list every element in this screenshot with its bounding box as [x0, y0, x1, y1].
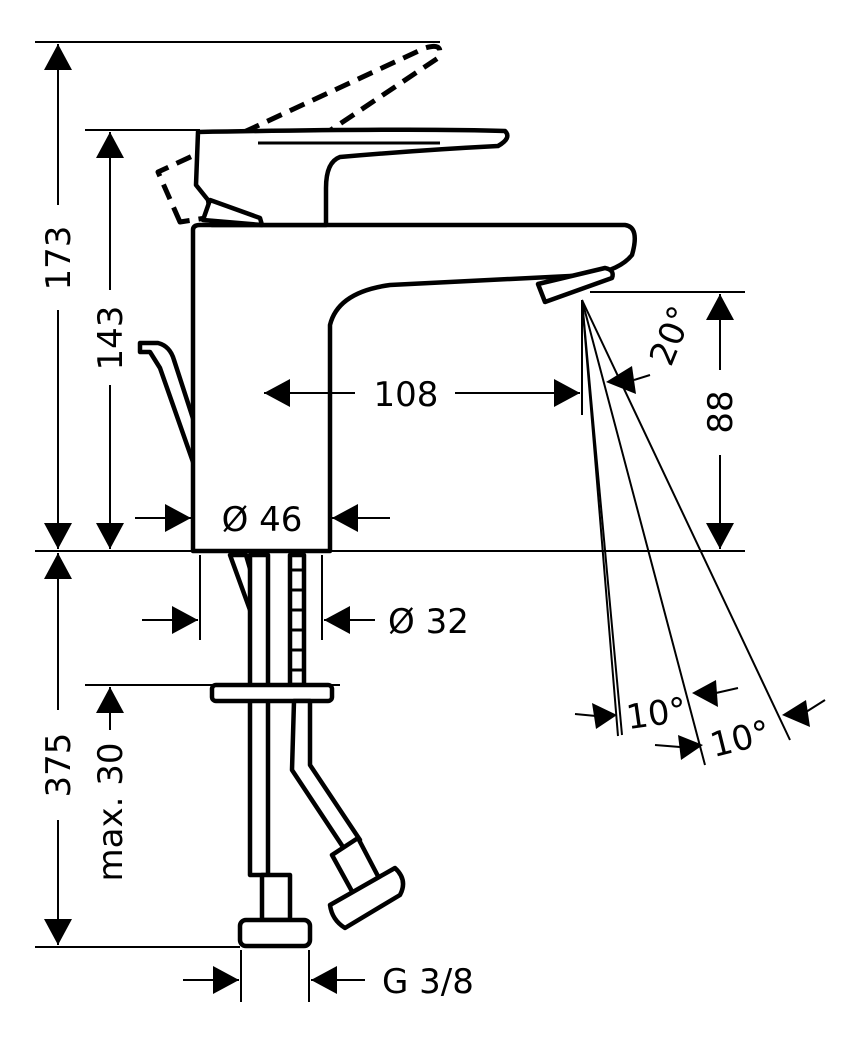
label-total-height: 173	[39, 226, 79, 291]
popup-rod	[137, 340, 203, 465]
label-max-deck: max. 30	[91, 743, 131, 882]
label-angle-left: 10°	[624, 690, 689, 738]
angle-arrows	[574, 366, 826, 760]
dim-connection	[183, 966, 365, 994]
lever-cartridge	[200, 197, 265, 228]
label-below-deck: 375	[39, 733, 79, 798]
label-outlet-height: 88	[701, 390, 741, 433]
dim-spout-height	[96, 132, 124, 549]
dim-shank-diameter	[142, 606, 375, 634]
label-reach: 108	[374, 375, 439, 415]
dim-below-deck	[44, 553, 72, 945]
dim-reach	[264, 379, 580, 407]
label-spout-height: 143	[91, 306, 131, 371]
aerator	[535, 265, 615, 305]
label-connection: G 3/8	[382, 962, 474, 1002]
below-deck-parts	[209, 552, 406, 949]
label-shank-diameter: Ø 32	[388, 602, 469, 642]
faucet-body	[190, 222, 638, 554]
dim-body-diameter	[135, 504, 390, 532]
label-body-diameter: Ø 46	[222, 500, 303, 540]
dim-outlet-height	[706, 294, 734, 549]
dim-max-deck	[96, 687, 124, 730]
label-spray-angle: 20°	[642, 300, 702, 371]
label-angle-right: 10°	[706, 713, 774, 766]
spray-angle-lines	[581, 299, 791, 766]
dim-total-height	[44, 44, 72, 549]
extension-lines	[35, 41, 745, 1002]
lever-handle	[193, 127, 510, 228]
